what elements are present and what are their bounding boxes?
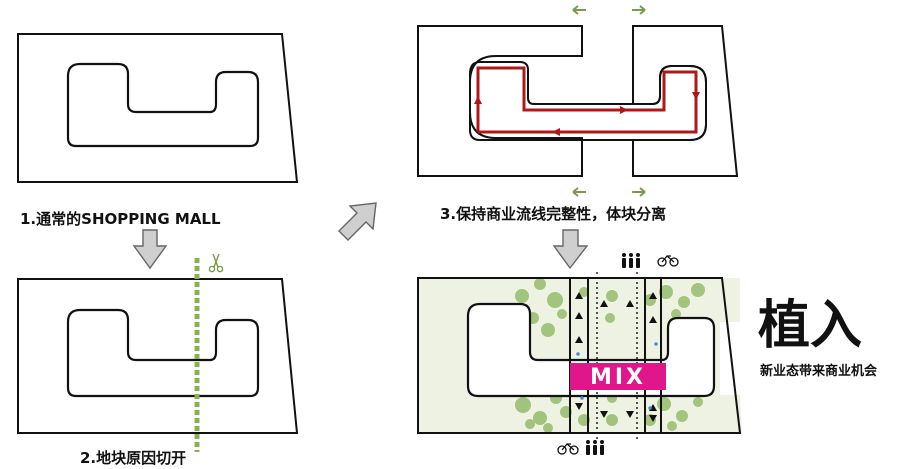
diagonal-arrow-icon [338,202,377,241]
flow-arrow-icon [474,66,700,136]
trees [515,278,705,433]
panel-2-cut [17,253,299,452]
step-3-label: 3.保持商业流线完整性，体块分离 [440,205,666,223]
insert-subtitle: 新业态带来商业机会 [760,363,878,379]
right-block-outline [632,25,739,177]
scissors-icon [208,253,224,273]
pedestrian-arrows [575,292,657,422]
separation-arrow-icon [572,5,646,197]
left-block-outline [417,25,583,177]
down-arrow-icon-2 [552,229,589,270]
step-2-label: 2.地块原因切开 [80,449,186,467]
blue-markers [576,342,658,410]
corridor-lines [569,279,662,432]
mall-block-outline [17,33,299,183]
mix-label: MIX [590,365,646,390]
cut-block-outline [17,278,299,434]
panel-1-shopping-mall [17,33,299,183]
bicycle-icon-bottom [557,443,579,455]
continuous-loop-outline [469,61,707,141]
dotted-paths [596,272,638,440]
pedestrian-icon-bottom [586,440,604,455]
down-arrow-icon [132,229,168,270]
insert-title: 植入 [758,296,862,356]
implanted-block-outline [417,277,742,434]
bicycle-icon [657,255,679,267]
panel-3-separated [417,5,739,197]
panel-4-implanted: MIX [417,272,742,440]
cut-loop-outline [66,308,260,398]
pedestrian-icon [622,253,640,268]
mix-zone: MIX [570,363,666,390]
step-1-label: 1.通常的SHOPPING MALL [20,210,221,228]
mall-loop-outline [66,62,260,148]
